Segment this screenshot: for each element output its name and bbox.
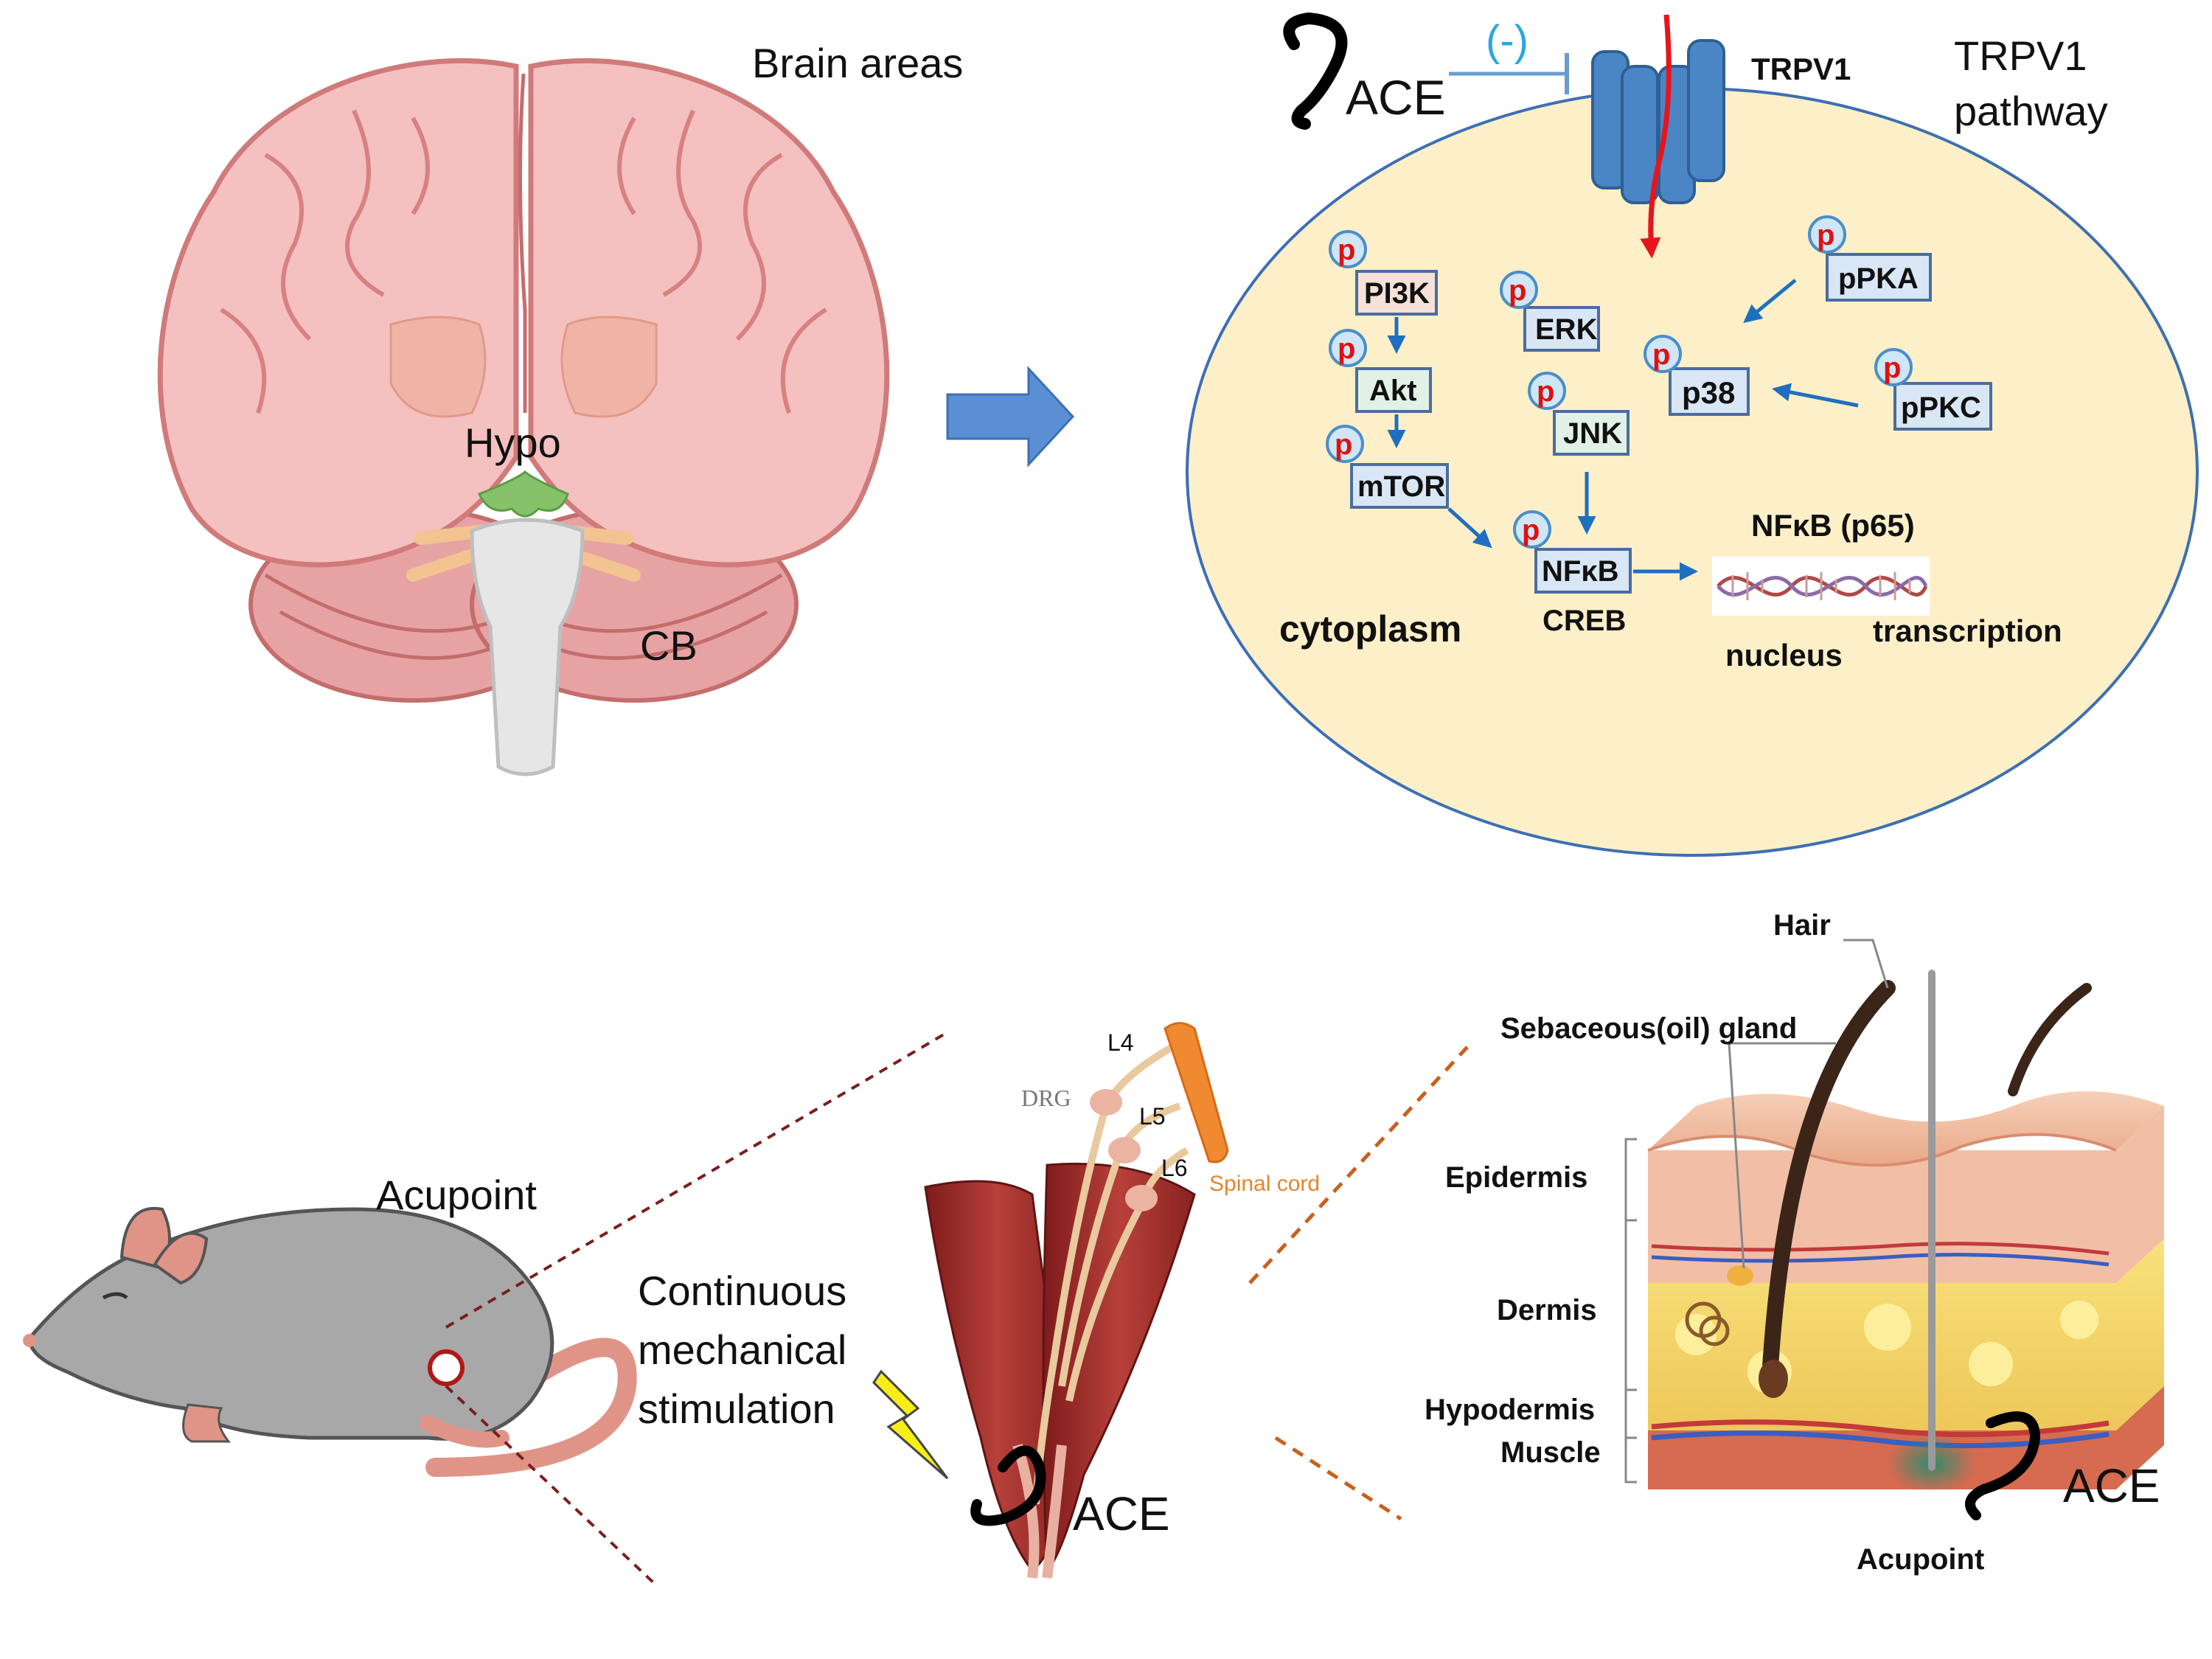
brain-to-pathway-arrow [946, 366, 1075, 467]
l6-label: L6 [1161, 1155, 1188, 1181]
mtor-label: mTOR [1357, 470, 1445, 503]
jnk-label: JNK [1563, 417, 1622, 450]
skin-ace-label: ACE [2063, 1459, 2160, 1512]
pi3k-label: PI3K [1364, 277, 1430, 310]
spinal-cord-label: Spinal cord [1209, 1172, 1320, 1196]
epidermis-label: Epidermis [1445, 1161, 1587, 1194]
svg-text:p: p [1338, 333, 1355, 365]
stimulation-line1: Continuous [638, 1267, 846, 1314]
calcium-influx-arrow [1640, 14, 1672, 259]
nfkb-node: p NFκB [1513, 510, 1632, 594]
svg-text:p: p [1817, 219, 1834, 251]
cerebellum-label: CB [640, 622, 698, 669]
dermis-label: Dermis [1497, 1294, 1597, 1326]
inhibition-label: (-) [1486, 17, 1528, 65]
ppkc-label: pPKC [1901, 392, 1981, 424]
svg-text:p: p [1522, 514, 1540, 546]
svg-text:p: p [1509, 274, 1526, 307]
rat-acupoint-label: Acupoint [376, 1172, 537, 1218]
stimulation-line2: mechanical [638, 1326, 846, 1373]
mtor-node: p mTOR [1326, 425, 1449, 509]
skin-acupoint-label: Acupoint [1857, 1543, 1984, 1576]
pathway-title-line1: TRPV1 [1954, 32, 2087, 79]
svg-text:p: p [1338, 234, 1355, 266]
brain-illustration [157, 58, 890, 776]
akt-label: Akt [1369, 375, 1416, 407]
ppka-node: p pPKA [1808, 215, 1932, 302]
skin-zoom-line-lower [1274, 1436, 1402, 1521]
hypodermis-label: Hypodermis [1425, 1394, 1595, 1426]
layer-bracket [1624, 1138, 1637, 1484]
nucleus-label: nucleus [1725, 638, 1843, 672]
nfkb-label: NFκB [1542, 555, 1619, 588]
muscle-nerve-illustration [924, 1022, 1229, 1579]
lightning-icon [872, 1369, 949, 1480]
jnk-node: p JNK [1528, 372, 1630, 456]
sebaceous-gland-label: Sebaceous(oil) gland [1500, 1012, 1797, 1045]
rat-illustration [23, 1206, 637, 1477]
transcription-label: transcription [1873, 613, 2062, 648]
pathway-title-line2: pathway [1954, 88, 2108, 134]
ace-needle-icon [1283, 12, 1348, 130]
skin-zoom-line-upper [1248, 1046, 1469, 1284]
ppkc-node: p pPKC [1874, 348, 1992, 431]
nerve-ace-label: ACE [1073, 1487, 1170, 1540]
creb-label: CREB [1543, 605, 1626, 637]
p38-label: p38 [1682, 375, 1735, 410]
erk-node: p ERK [1500, 271, 1600, 352]
hair-label: Hair [1773, 909, 1831, 942]
trpv1-label: TRPV1 [1751, 52, 1851, 86]
hypothalamus-label: Hypo [465, 420, 561, 466]
akt-node: p Akt [1329, 329, 1432, 413]
pi3k-node: p PI3K [1329, 230, 1438, 316]
brain-areas-title: Brain areas [752, 40, 963, 86]
drg-label: DRG [1021, 1085, 1071, 1111]
skin-cross-section-illustration [1647, 970, 2164, 1520]
svg-text:p: p [1335, 428, 1352, 461]
l4-label: L4 [1107, 1029, 1134, 1056]
trpv1-channel-icon [1591, 39, 1725, 204]
erk-label: ERK [1535, 313, 1598, 346]
muscle-label: Muscle [1500, 1436, 1601, 1469]
nfkb-p65-label: NFκB (p65) [1751, 508, 1915, 543]
svg-text:p: p [1537, 375, 1554, 408]
svg-text:p: p [1652, 338, 1670, 371]
cell-body [1186, 87, 2199, 857]
p38-node: p p38 [1644, 335, 1750, 416]
ppka-label: pPKA [1838, 262, 1919, 295]
stimulation-line3: stimulation [638, 1385, 835, 1432]
l5-label: L5 [1139, 1103, 1166, 1130]
pathway-ace-label: ACE [1346, 70, 1446, 125]
dna-helix-icon [1712, 557, 1930, 616]
svg-text:p: p [1883, 352, 1901, 384]
cytoplasm-label: cytoplasm [1279, 608, 1461, 650]
